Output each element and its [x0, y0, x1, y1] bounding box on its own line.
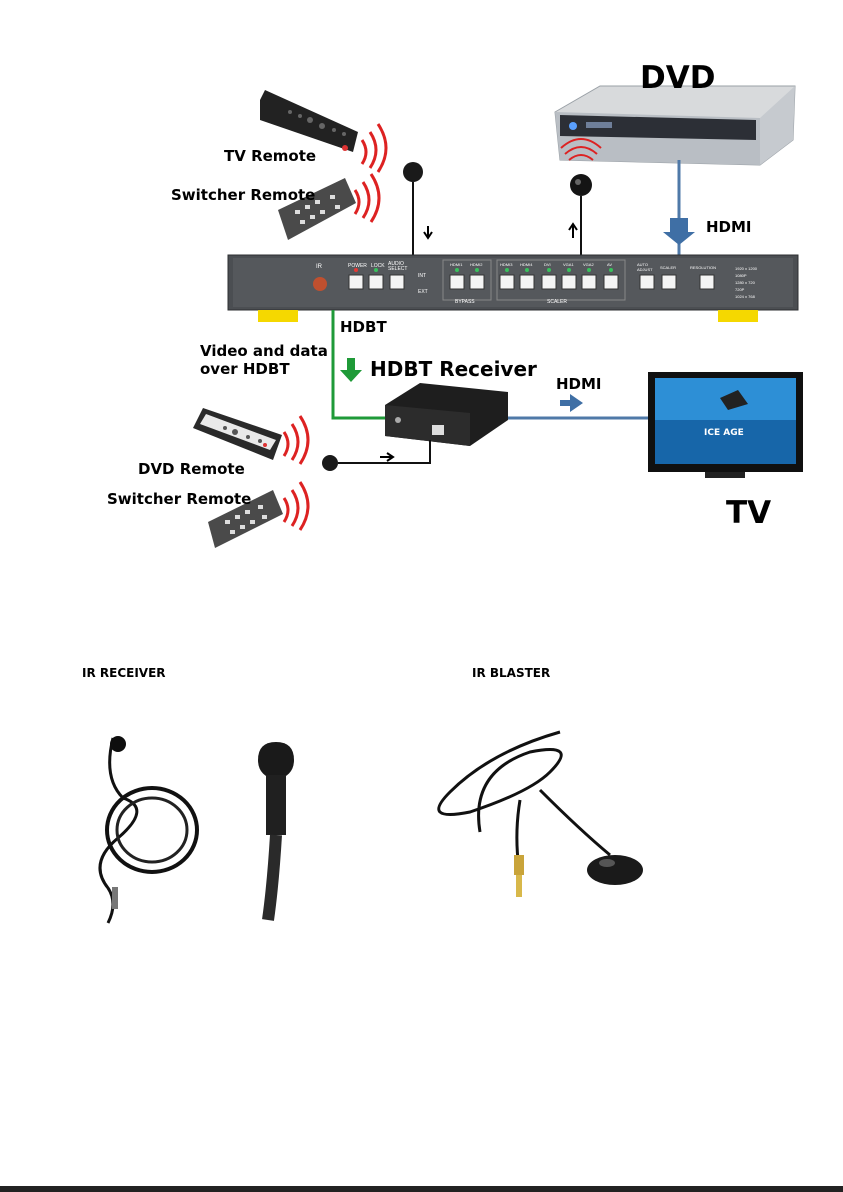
- ir-blaster-photo: [415, 726, 655, 922]
- panel-scaler-btn-3: DVI: [544, 262, 551, 267]
- panel-scaler-btn-label: SCALER: [660, 265, 677, 270]
- ir-receiver-title: IR RECEIVER: [82, 666, 166, 680]
- panel-ext-label: EXT: [418, 289, 428, 295]
- tv-remote: [260, 90, 388, 173]
- panel-resolution-label: RESOLUTION: [690, 265, 717, 270]
- ir-blaster-top: [560, 138, 602, 256]
- ir-blaster-title: IR BLASTER: [472, 666, 551, 680]
- panel-res-3: 1280 x 720: [735, 280, 755, 285]
- dvd-player: [554, 85, 796, 166]
- hdbt-receiver-label: HDBT Receiver: [370, 357, 537, 381]
- ir-receiver-photo: [82, 724, 322, 924]
- panel-scaler-btn-4: VGA1: [563, 262, 574, 267]
- panel-bypass-label: BYPASS: [455, 299, 475, 305]
- switcher-remote-top-label: Switcher Remote: [171, 186, 316, 204]
- video-data-label-2: over HDBT: [200, 360, 290, 378]
- panel-scaler-label: SCALER: [547, 299, 568, 305]
- hdmi-right-label: HDMI: [556, 375, 602, 393]
- dvd-remote: [193, 408, 310, 465]
- switcher-remote-bottom: [208, 481, 310, 548]
- tv-label: TV: [726, 495, 772, 531]
- switcher-remote-top: [278, 173, 381, 240]
- panel-bypass-btn-2: HDMI2: [470, 262, 483, 267]
- video-data-label-1: Video and data: [200, 342, 328, 360]
- hdmi-top-label: HDMI: [706, 218, 752, 236]
- hdbt-arrow-down: [340, 358, 362, 382]
- panel-bypass-btn-1: HDMI1: [450, 262, 463, 267]
- panel-int-label: INT: [418, 273, 427, 279]
- hdbt-receiver-box: [385, 383, 508, 446]
- panel-auto-adjust-label: AUTO ADJUST: [637, 262, 653, 272]
- panel-ir-label: IR: [316, 264, 322, 270]
- hdmi-arrow-right: [560, 394, 583, 412]
- panel-scaler-btn-6: AV: [607, 262, 613, 267]
- hdbt-label: HDBT: [340, 318, 387, 336]
- switcher-unit: [227, 254, 799, 322]
- panel-res-4: 720P: [735, 287, 745, 292]
- panel-power-label: POWER: [348, 263, 367, 269]
- panel-scaler-btn-5: VGA2: [583, 262, 594, 267]
- panel-res-5: 1024 x 768: [735, 294, 755, 299]
- panel-lock-label: LOCK: [371, 263, 385, 269]
- tv: [648, 372, 803, 478]
- dvd-remote-label: DVD Remote: [138, 460, 245, 478]
- dvd-label: DVD: [640, 60, 716, 96]
- panel-scaler-btn-2: HDMI4: [520, 262, 533, 267]
- panel-audio-select-label: AUDIO SELECT: [388, 261, 408, 272]
- tv-remote-label: TV Remote: [224, 147, 317, 165]
- panel-res-1: 1920 x 1200: [735, 266, 758, 271]
- panel-scaler-btn-1: HDMI3: [500, 262, 513, 267]
- switcher-remote-bottom-label: Switcher Remote: [107, 490, 252, 508]
- ir-receiver-bottom: [322, 440, 431, 471]
- tv-screen-logo: ICE AGE: [704, 428, 744, 438]
- ir-receiver-top: [403, 162, 433, 256]
- panel-res-2: 1080P: [735, 273, 747, 278]
- hdmi-arrow-down: [663, 218, 695, 245]
